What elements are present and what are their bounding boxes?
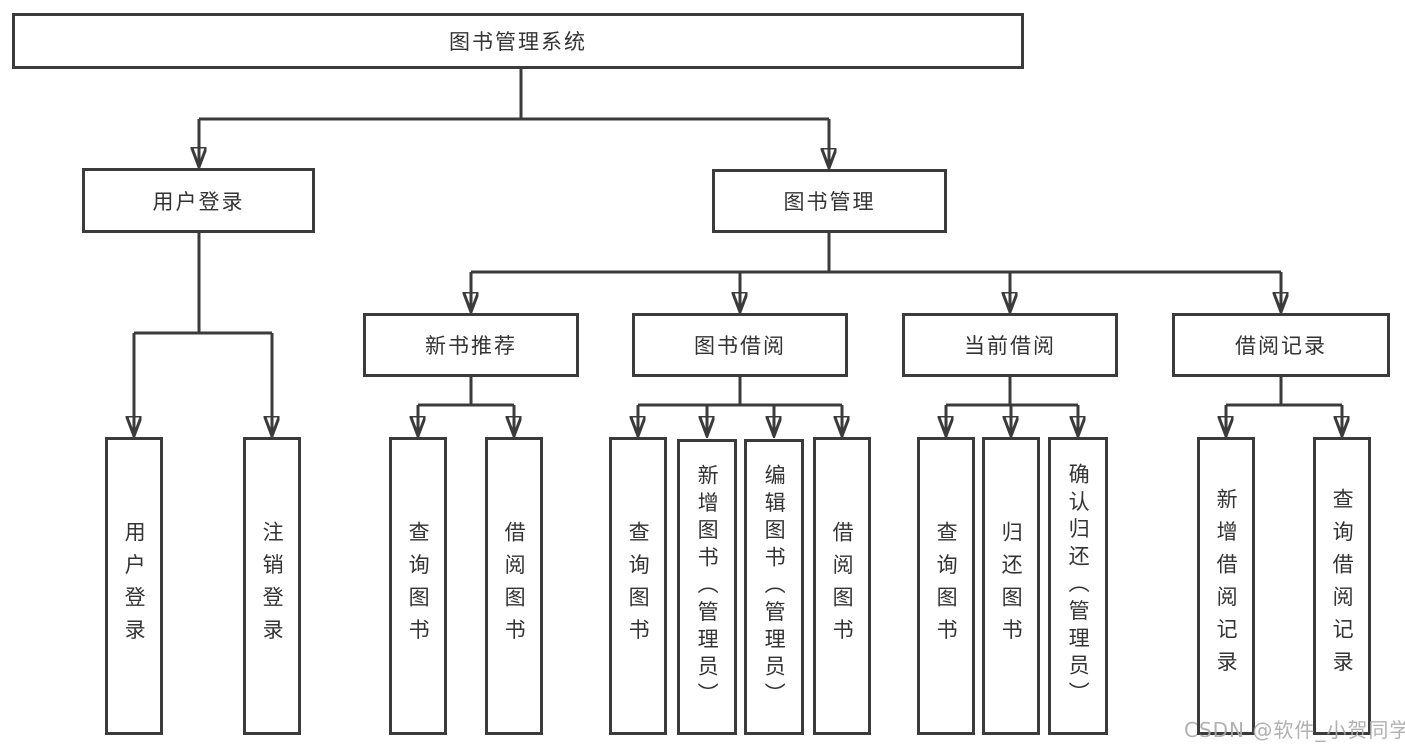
node-borrowing-records: 借阅记录 [1172, 313, 1390, 377]
leaf-br-query-borrow-record-label: 查询借阅记录 [1330, 488, 1355, 684]
leaf-nbr-query-books: 查询图书 [389, 437, 447, 735]
leaf-cb-return-books: 归还图书 [982, 437, 1040, 735]
leaf-br-query-borrow-record: 查询借阅记录 [1313, 437, 1371, 735]
node-book-management-label: 图书管理 [783, 190, 876, 214]
leaf-logout: 注销登录 [243, 437, 301, 735]
leaf-cb-query-books: 查询图书 [917, 437, 975, 735]
csdn-watermark: CSDN @软件_小贺同学 [1184, 718, 1405, 742]
node-library-system-label: 图书管理系统 [449, 30, 587, 54]
node-book-borrowing-label: 图书借阅 [694, 334, 786, 358]
leaf-br-add-borrow-record: 新增借阅记录 [1197, 437, 1255, 735]
node-new-book-recommend-label: 新书推荐 [425, 334, 517, 358]
leaf-bb-add-books-admin-label: 新增图书（管理员） [695, 464, 720, 710]
leaf-cb-confirm-return-admin-label: 确认归还（管理员） [1066, 463, 1091, 709]
leaf-logout-label: 注销登录 [260, 520, 285, 652]
leaf-user-login: 用户登录 [105, 437, 163, 735]
node-user-login: 用户登录 [82, 168, 315, 233]
leaf-bb-add-books-admin: 新增图书（管理员） [677, 439, 737, 735]
node-borrowing-records-label: 借阅记录 [1235, 334, 1327, 358]
leaf-nbr-query-books-label: 查询图书 [406, 520, 431, 652]
node-library-system: 图书管理系统 [12, 13, 1024, 69]
leaf-bb-query-books: 查询图书 [609, 437, 667, 735]
leaf-cb-return-books-label: 归还图书 [999, 520, 1024, 652]
node-book-management: 图书管理 [712, 169, 947, 233]
node-new-book-recommend: 新书推荐 [363, 313, 579, 377]
leaf-cb-query-books-label: 查询图书 [934, 520, 959, 652]
leaf-cb-confirm-return-admin: 确认归还（管理员） [1048, 437, 1108, 735]
node-current-borrowing: 当前借阅 [902, 313, 1118, 377]
node-current-borrowing-label: 当前借阅 [964, 334, 1056, 358]
leaf-br-add-borrow-record-label: 新增借阅记录 [1214, 488, 1239, 684]
leaf-bb-edit-books-admin: 编辑图书（管理员） [744, 439, 804, 735]
leaf-bb-edit-books-admin-label: 编辑图书（管理员） [762, 464, 787, 710]
node-book-borrowing: 图书借阅 [632, 313, 848, 377]
leaf-bb-borrow-books-label: 借阅图书 [830, 520, 855, 652]
leaf-bb-query-books-label: 查询图书 [626, 520, 651, 652]
leaf-nbr-borrow-books: 借阅图书 [485, 437, 543, 735]
leaf-nbr-borrow-books-label: 借阅图书 [502, 520, 527, 652]
node-user-login-label: 用户登录 [152, 189, 245, 214]
leaf-user-login-label: 用户登录 [122, 520, 147, 652]
leaf-bb-borrow-books: 借阅图书 [813, 437, 871, 735]
